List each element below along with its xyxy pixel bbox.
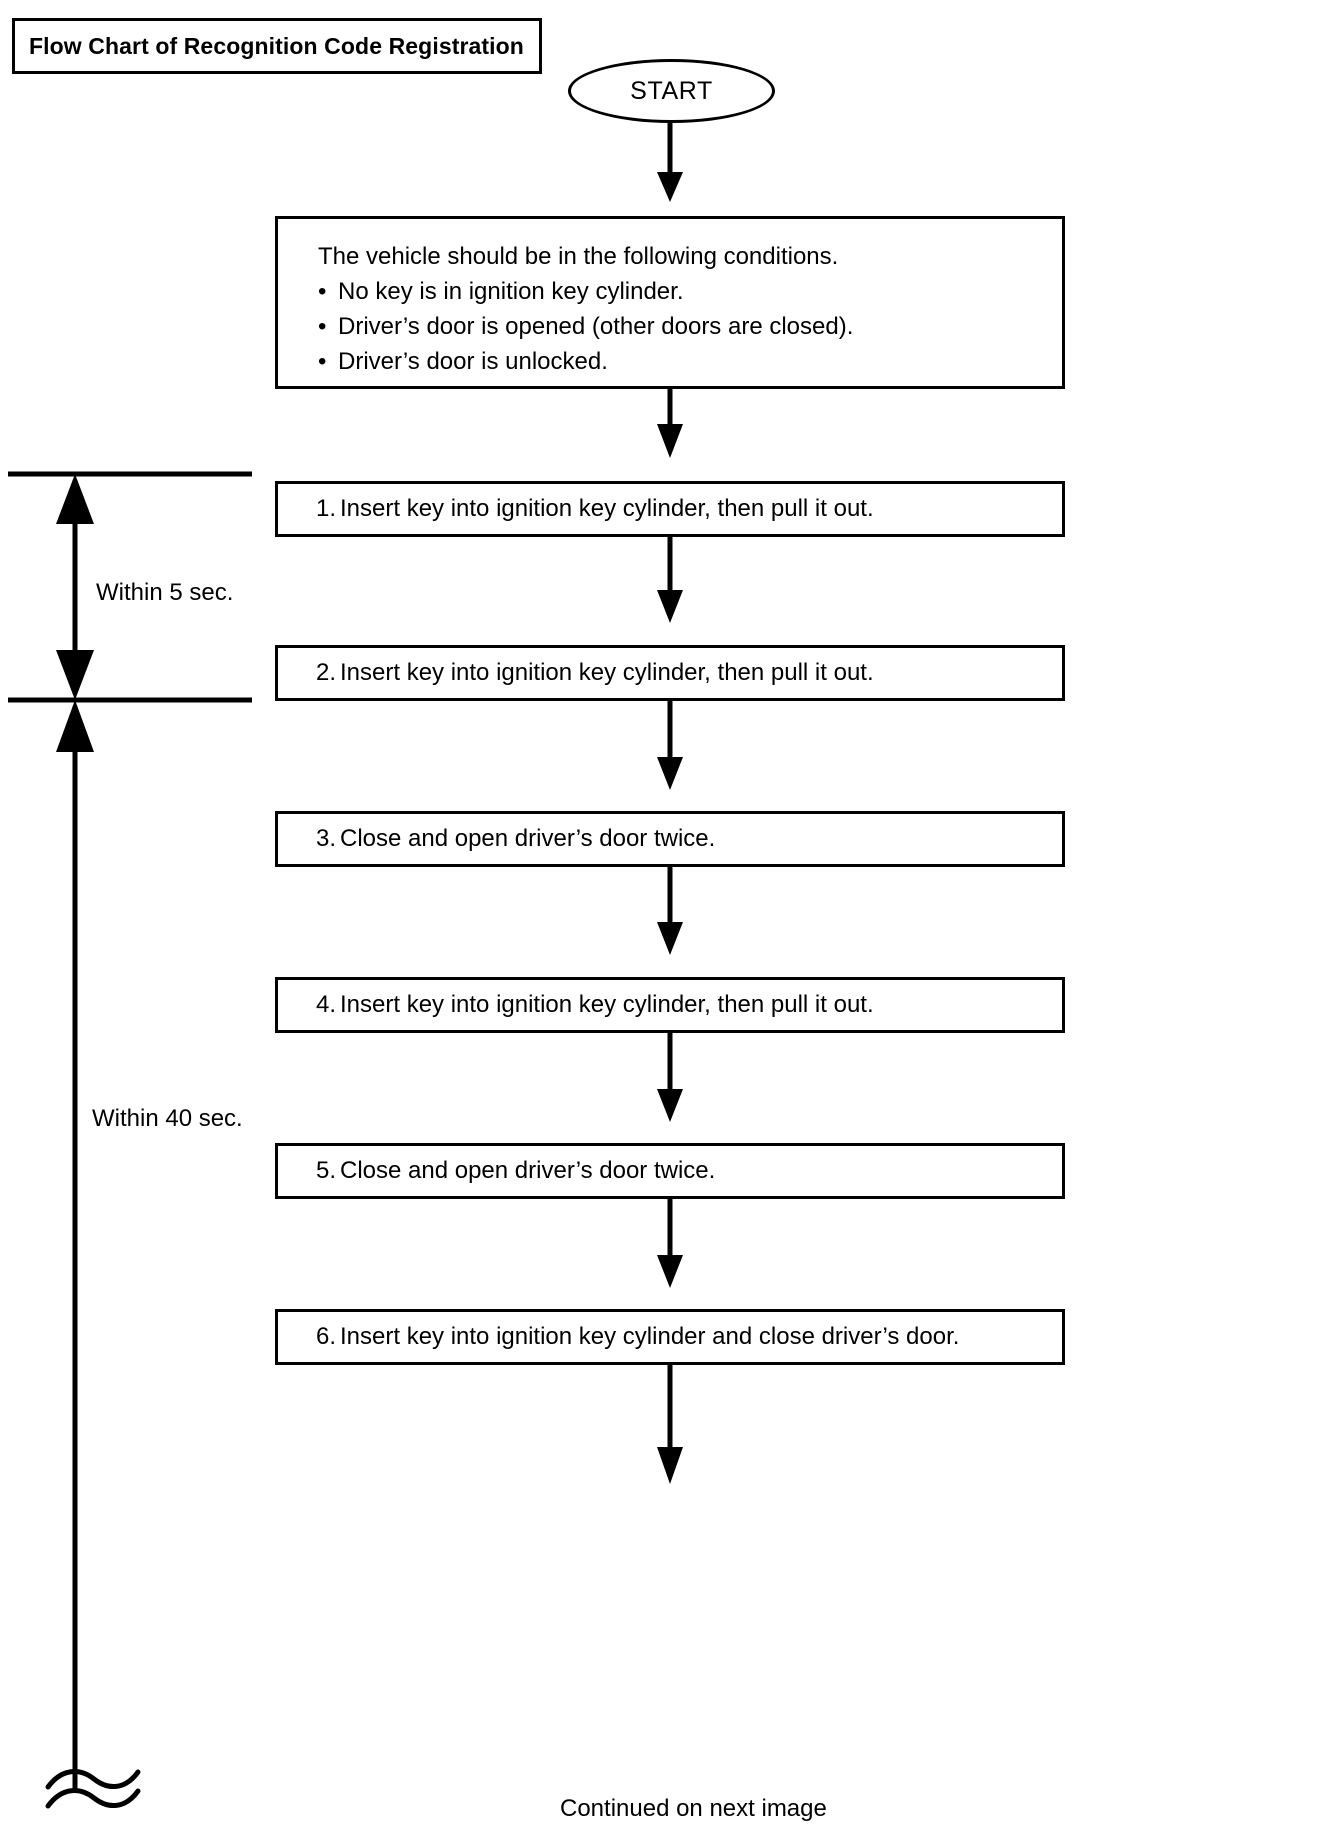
figure-title-box: Flow Chart of Recognition Code Registrat…	[12, 18, 542, 74]
step-box-3: 3. Close and open driver’s door twice.	[275, 811, 1065, 867]
step-text-1: Insert key into ignition key cylinder, t…	[340, 495, 874, 522]
step-text-4: Insert key into ignition key cylinder, t…	[340, 991, 874, 1018]
step-text-2: Insert key into ignition key cylinder, t…	[340, 659, 874, 686]
step-number-2: 2.	[316, 659, 337, 686]
step-box-6: 6. Insert key into ignition key cylinder…	[275, 1309, 1065, 1365]
page-title: Flow Chart of Recognition Code Registrat…	[29, 32, 524, 59]
condition-bullet-3: Driver’s door is unlocked.	[318, 344, 1062, 379]
step-number-5: 5.	[316, 1157, 337, 1184]
step-box-1: 1. Insert key into ignition key cylinder…	[275, 481, 1065, 537]
condition-bullet-2: Driver’s door is opened (other doors are…	[318, 309, 1062, 344]
step-text-3: Close and open driver’s door twice.	[340, 825, 716, 852]
timing-label-within-40-sec: Within 40 sec.	[92, 1105, 243, 1132]
step-number-4: 4.	[316, 991, 337, 1018]
connector-step5-to-step6	[657, 1198, 683, 1288]
connector-step6-to-continued	[657, 1365, 683, 1484]
connector-step2-to-step3	[657, 700, 683, 790]
conditions-heading: The vehicle should be in the following c…	[318, 243, 839, 270]
connector-step3-to-step4	[657, 866, 683, 955]
step-number-3: 3.	[316, 825, 337, 852]
step-box-4: 4. Insert key into ignition key cylinder…	[275, 977, 1065, 1033]
condition-bullet-1: No key is in ignition key cylinder.	[318, 274, 1062, 309]
within-40-sec-arrow	[56, 700, 94, 1790]
conditions-box: The vehicle should be in the following c…	[275, 216, 1065, 389]
step-text-6: Insert key into ignition key cylinder an…	[340, 1323, 960, 1350]
start-terminator: START	[568, 59, 775, 123]
step-text-5: Close and open driver’s door twice.	[340, 1157, 716, 1184]
connector-start-to-conditions	[657, 123, 683, 202]
continued-caption: Continued on next image	[560, 1795, 827, 1822]
within-5-sec-arrow	[56, 474, 94, 700]
step-number-6: 6.	[316, 1323, 337, 1350]
connector-conditions-to-step1	[657, 389, 683, 458]
step-box-5: 5. Close and open driver’s door twice.	[275, 1143, 1065, 1199]
step-box-2: 2. Insert key into ignition key cylinder…	[275, 645, 1065, 701]
break-squiggle-icon	[45, 1769, 141, 1809]
connector-step1-to-step2	[657, 537, 683, 623]
timing-label-within-5-sec: Within 5 sec.	[96, 579, 234, 606]
step-number-1: 1.	[316, 495, 337, 522]
start-label: START	[630, 76, 713, 105]
connector-step4-to-step5	[657, 1032, 683, 1122]
